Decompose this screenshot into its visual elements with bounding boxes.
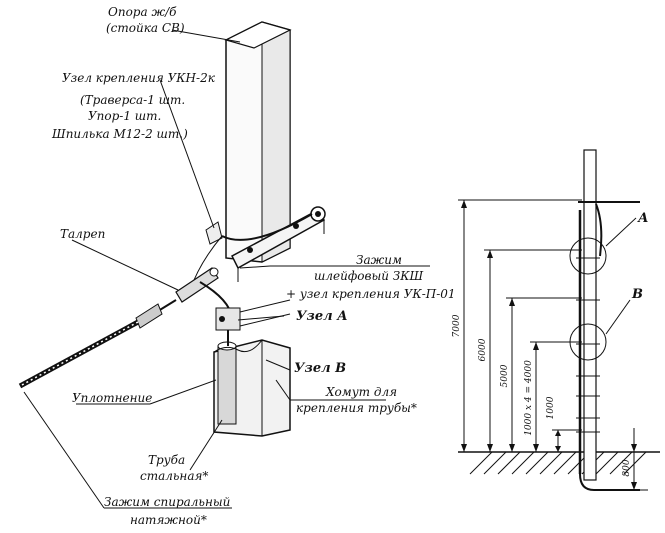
label-mount-line3: Упор-1 шт. [88,109,161,123]
leader-lines [23,29,430,509]
label-spiral-line1: Зажим спиральный [104,495,230,509]
dim-1000: 1000 [546,396,556,419]
dim-7000: 7000 [452,314,462,337]
guy-wire [18,213,313,389]
label-support-line1: Опора ж/б [108,5,177,19]
label-clamp-line1: Зажим [356,253,402,267]
pole-lower-with-pipe [213,339,291,437]
dim-6000: 6000 [478,338,488,361]
label-mount-line4: Шпилька М12-2 шт.) [51,127,188,141]
label-pipe-line1: Труба [148,453,185,467]
label-clamp-line3: + узел крепления УК-П-01 [286,287,456,301]
dim-800: 800 [622,459,632,476]
label-mount-line2: (Траверса-1 шт. [80,93,185,107]
label-collar-line1: Хомут для [325,385,397,399]
label-support-line2: (стойка СВ) [106,21,185,35]
side-label-a: А [637,211,649,226]
ground-hatch [469,451,647,475]
dim-1000x4: 1000 х 4 = 4000 [524,360,534,436]
label-spiral-line2: натяжной* [130,513,207,527]
label-clamp-line2: шлейфовый ЗКШ [314,269,424,283]
label-seal: Уплотнение [72,391,152,405]
side-label-b: В [631,287,643,302]
label-collar-line2: крепления трубы* [296,401,417,415]
label-pipe-line2: стальная* [140,469,208,483]
dim-5000: 5000 [500,364,510,387]
label-node-a: Узел А [296,309,348,324]
node-a-circle [569,237,607,275]
label-node-b: Узел В [294,361,346,376]
label-turnbuckle: Талреп [60,227,105,241]
side-elevation [458,149,660,491]
label-mount-line1: Узел крепления УКН-2к [62,71,216,85]
pole-perspective [224,21,292,263]
